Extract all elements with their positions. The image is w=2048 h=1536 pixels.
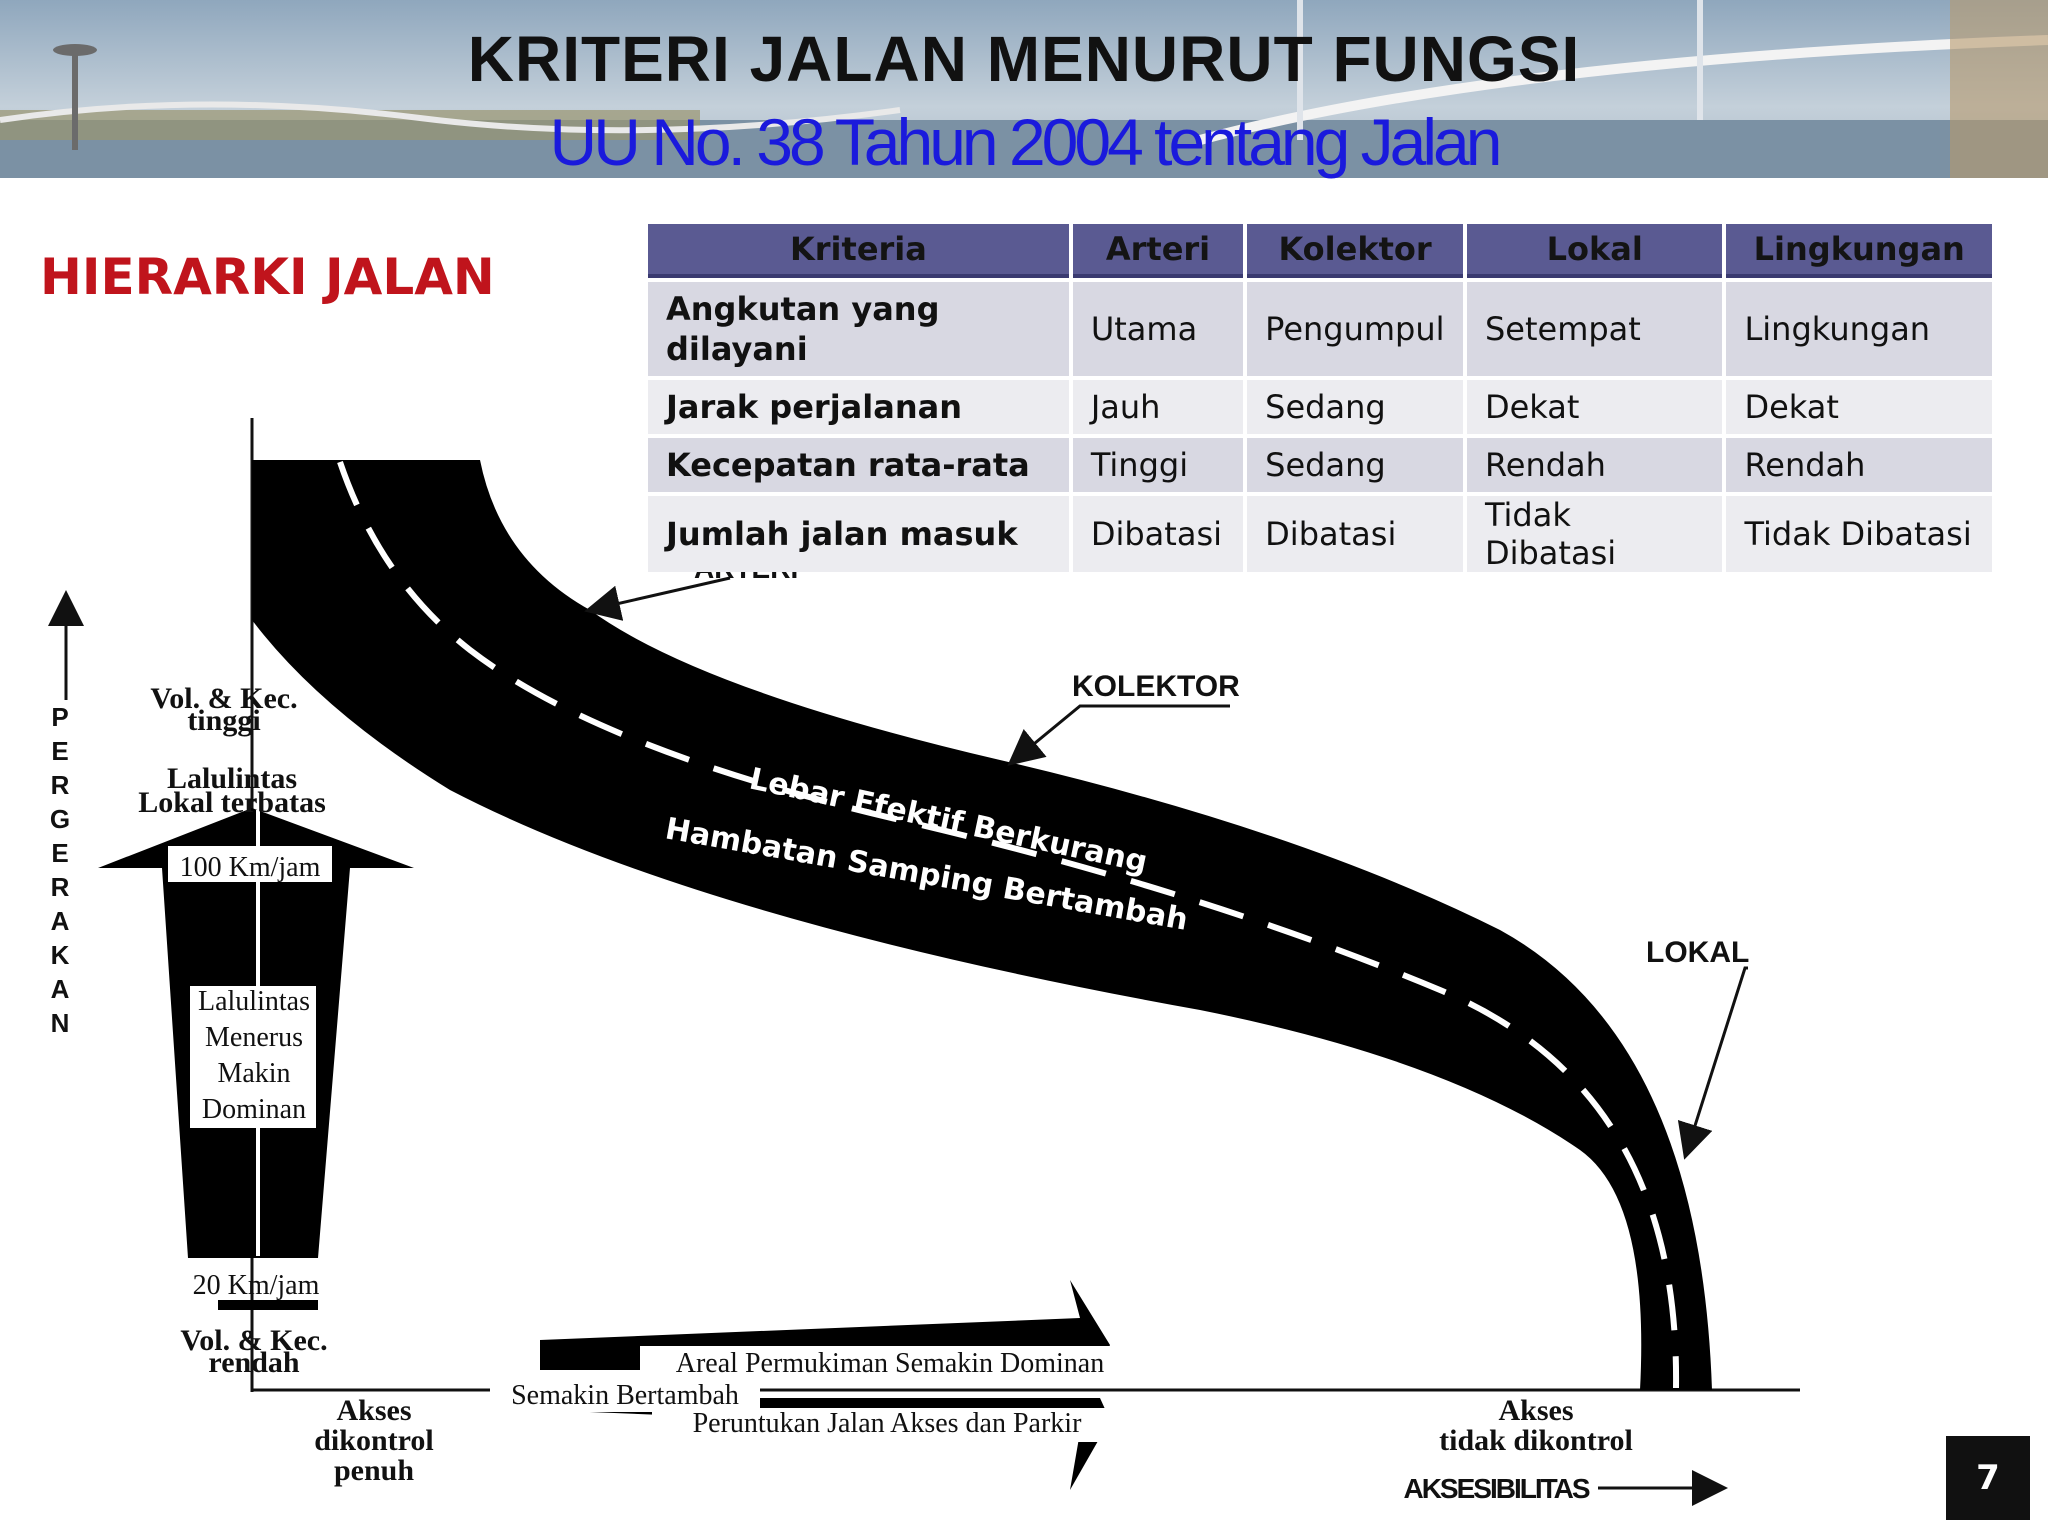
lokal-pointer-arrow <box>1677 966 1748 1160</box>
criteria-table: Kriteria Arteri Kolektor Lokal Lingkunga… <box>644 220 1996 576</box>
label-kolektor: KOLEKTOR <box>1072 670 1240 703</box>
table-cell: Rendah <box>1466 438 1723 492</box>
label-access-use: Peruntukan Jalan Akses dan Parkir <box>693 1408 1082 1439</box>
table-cell: Angkutan yang dilayani <box>648 282 1069 376</box>
label-increasing: Semakin Bertambah <box>511 1380 739 1411</box>
table-cell: Sedang <box>1247 380 1463 434</box>
table-cell: Dekat <box>1726 380 1992 434</box>
table-header-row: Kriteria Arteri Kolektor Lokal Lingkunga… <box>648 224 1992 278</box>
col-kolektor: Kolektor <box>1247 224 1463 278</box>
table-cell: Setempat <box>1466 282 1723 376</box>
table-row: Kecepatan rata-rata Tinggi Sedang Rendah… <box>648 438 1992 492</box>
table-cell: Tidak Dibatasi <box>1726 496 1992 572</box>
label-vol-high: Vol. & Kec.tinggi <box>150 682 297 737</box>
table-cell: Dibatasi <box>1247 496 1463 572</box>
kolektor-pointer-arrow <box>1007 704 1230 766</box>
table-cell: Jarak perjalanan <box>648 380 1069 434</box>
bridge-photo-background <box>0 0 2048 178</box>
arteri-pointer-arrow <box>584 576 731 621</box>
header-banner <box>0 0 2048 178</box>
table-cell: Kecepatan rata-rata <box>648 438 1069 492</box>
table-cell: Sedang <box>1247 438 1463 492</box>
increasing-box <box>490 1378 760 1412</box>
table-cell: Rendah <box>1726 438 1992 492</box>
table-cell: Tinggi <box>1072 438 1244 492</box>
label-lokal: LOKAL <box>1646 936 1749 969</box>
table-row: Angkutan yang dilayani Utama Pengumpul S… <box>648 282 1992 376</box>
table-cell: Dekat <box>1466 380 1723 434</box>
through-traffic-box <box>190 986 316 1128</box>
col-arteri: Arteri <box>1072 224 1244 278</box>
label-area-residential: Areal Permukiman Semakin Dominan <box>676 1348 1104 1379</box>
access-use-box <box>652 1408 1122 1442</box>
section-title: HIERARKI JALAN <box>40 248 495 306</box>
table-cell: Dibatasi <box>1072 496 1244 572</box>
speed-low-bar <box>218 1300 318 1310</box>
col-kriteria: Kriteria <box>648 224 1069 278</box>
table-row: Jarak perjalanan Jauh Sedang Dekat Dekat <box>648 380 1992 434</box>
page-title: KRITERI JALAN MENURUT FUNGSI <box>467 23 1581 95</box>
speed-high-box <box>168 846 332 882</box>
road-center-line <box>337 461 1680 1389</box>
table-cell: Pengumpul <box>1247 282 1463 376</box>
label-vol-low: Vol. & Kec.rendah <box>180 1324 327 1379</box>
table-cell: Jumlah jalan masuk <box>648 496 1069 572</box>
area-box <box>640 1346 1140 1380</box>
page-number: 7 <box>1946 1436 2030 1520</box>
table-cell: Jauh <box>1072 380 1244 434</box>
col-lingkungan: Lingkungan <box>1726 224 1992 278</box>
label-speed-low: 20 Km/jam <box>193 1270 320 1301</box>
road-curve <box>252 460 1712 1390</box>
col-lokal: Lokal <box>1466 224 1723 278</box>
table-cell: Utama <box>1072 282 1244 376</box>
table-cell: Tidak Dibatasi <box>1466 496 1723 572</box>
table-row: Jumlah jalan masuk Dibatasi Dibatasi Tid… <box>648 496 1992 572</box>
page-subtitle: UU No. 38 Tahun 2004 tentang Jalan <box>549 105 1503 179</box>
label-speed-high: 100 Km/jam <box>180 852 321 883</box>
table-cell: Lingkungan <box>1726 282 1992 376</box>
label-x-axis: AKSESIBILITAS <box>1403 1473 1589 1504</box>
